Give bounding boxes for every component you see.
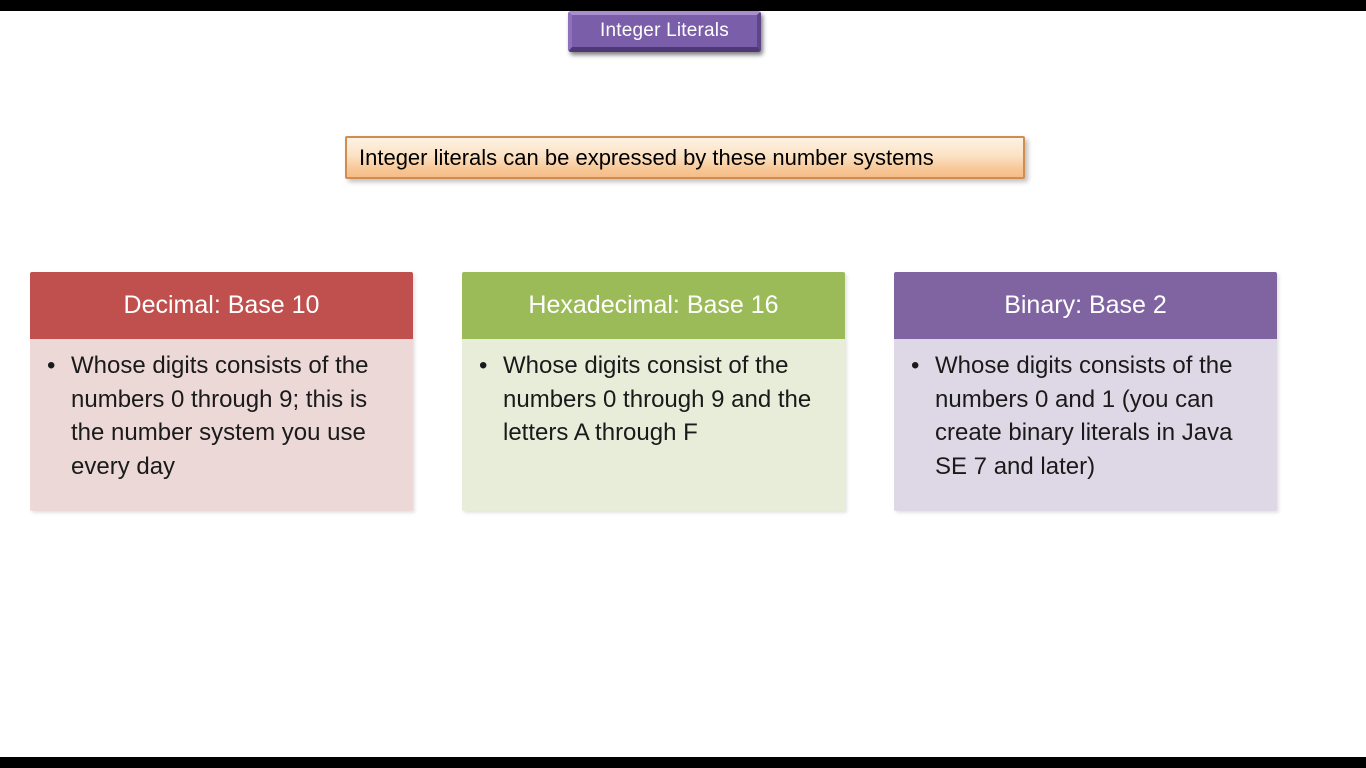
- bullet-dot-icon: •: [479, 352, 488, 379]
- card-hexadecimal-text: Whose digits consist of the numbers 0 th…: [503, 352, 812, 446]
- card-binary-header: Binary: Base 2: [894, 272, 1277, 339]
- bullet-dot-icon: •: [911, 352, 920, 379]
- card-hexadecimal-title: Hexadecimal: Base 16: [528, 291, 779, 319]
- bullet-item: • Whose digits consists of the numbers 0…: [911, 349, 1267, 483]
- card-hexadecimal-header: Hexadecimal: Base 16: [462, 272, 845, 339]
- bullet-dot-icon: •: [47, 352, 56, 379]
- bullet-item: • Whose digits consists of the numbers 0…: [47, 349, 403, 483]
- card-decimal: Decimal: Base 10 • Whose digits consists…: [30, 272, 413, 511]
- slide-title-box: Integer Literals: [568, 11, 761, 52]
- intro-banner-text: Integer literals can be expressed by the…: [359, 144, 934, 170]
- card-binary-body: • Whose digits consists of the numbers 0…: [894, 339, 1277, 511]
- card-decimal-body: • Whose digits consists of the numbers 0…: [30, 339, 413, 511]
- letterbox-top: [0, 0, 1366, 11]
- card-hexadecimal-body: • Whose digits consist of the numbers 0 …: [462, 339, 845, 511]
- card-decimal-text: Whose digits consists of the numbers 0 t…: [71, 352, 369, 480]
- intro-banner: Integer literals can be expressed by the…: [345, 136, 1025, 179]
- card-hexadecimal: Hexadecimal: Base 16 • Whose digits cons…: [462, 272, 845, 511]
- card-binary-title: Binary: Base 2: [1004, 291, 1167, 319]
- bullet-item: • Whose digits consist of the numbers 0 …: [479, 349, 835, 450]
- card-binary: Binary: Base 2 • Whose digits consists o…: [894, 272, 1277, 511]
- letterbox-bottom: [0, 757, 1366, 768]
- slide-title-label: Integer Literals: [600, 20, 729, 41]
- card-decimal-title: Decimal: Base 10: [123, 291, 320, 319]
- card-decimal-header: Decimal: Base 10: [30, 272, 413, 339]
- card-binary-text: Whose digits consists of the numbers 0 a…: [935, 352, 1233, 480]
